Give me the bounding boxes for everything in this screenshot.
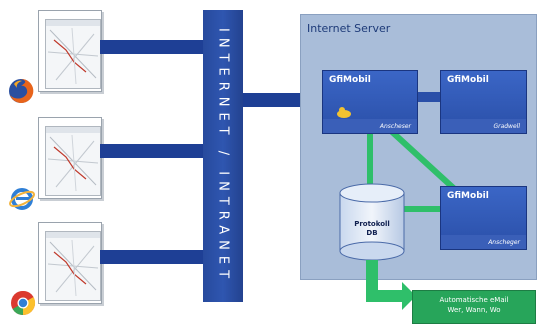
module-anscheser: GfiMobil Anscheser xyxy=(322,70,418,134)
module-connector xyxy=(416,92,440,102)
chrome-icon xyxy=(11,290,36,315)
connector-bar-3 xyxy=(100,250,203,264)
browser-screenshot-1 xyxy=(38,10,102,92)
user-icon xyxy=(337,107,351,118)
internet-explorer-icon xyxy=(9,188,35,210)
email-arrow xyxy=(366,260,416,310)
module-title: GfiMobil xyxy=(329,75,371,85)
browser-screenshot-3 xyxy=(38,222,102,304)
email-line1: Automatische eMail xyxy=(439,296,509,304)
database-icon xyxy=(339,183,405,261)
connector-bar-1 xyxy=(100,40,203,54)
server-title: Internet Server xyxy=(307,22,391,35)
connector-bar-2 xyxy=(100,144,203,158)
map-window xyxy=(45,126,101,196)
network-label: INTERNET / INTRANET xyxy=(215,27,231,285)
module-anscheger: GfiMobil Anscheger xyxy=(440,186,527,250)
browser-screenshot-2 xyxy=(38,117,102,199)
green-links xyxy=(367,127,463,212)
module-footer: Anscheser xyxy=(379,123,411,130)
map-graphic xyxy=(47,27,99,85)
database-label: Protokoll DB xyxy=(338,220,406,238)
database-label-line1: Protokoll xyxy=(354,220,390,228)
database-label-line2: DB xyxy=(366,229,378,237)
module-footer: Gradwell xyxy=(493,123,520,130)
module-title: GfiMobil xyxy=(447,75,489,85)
module-gradwell: GfiMobil Gradwell xyxy=(440,70,527,134)
email-line2: Wer, Wann, Wo xyxy=(447,306,501,314)
map-graphic xyxy=(47,239,99,297)
module-title: GfiMobil xyxy=(447,191,489,201)
internet-intranet-pillar: INTERNET / INTRANET xyxy=(203,10,243,302)
module-footer: Anscheger xyxy=(488,239,520,246)
connector-bar-server xyxy=(243,93,300,107)
auto-email-box: Automatische eMail Wer, Wann, Wo xyxy=(412,290,536,324)
firefox-icon xyxy=(9,78,34,103)
map-graphic xyxy=(47,134,99,192)
map-window xyxy=(45,19,101,89)
map-window xyxy=(45,231,101,301)
